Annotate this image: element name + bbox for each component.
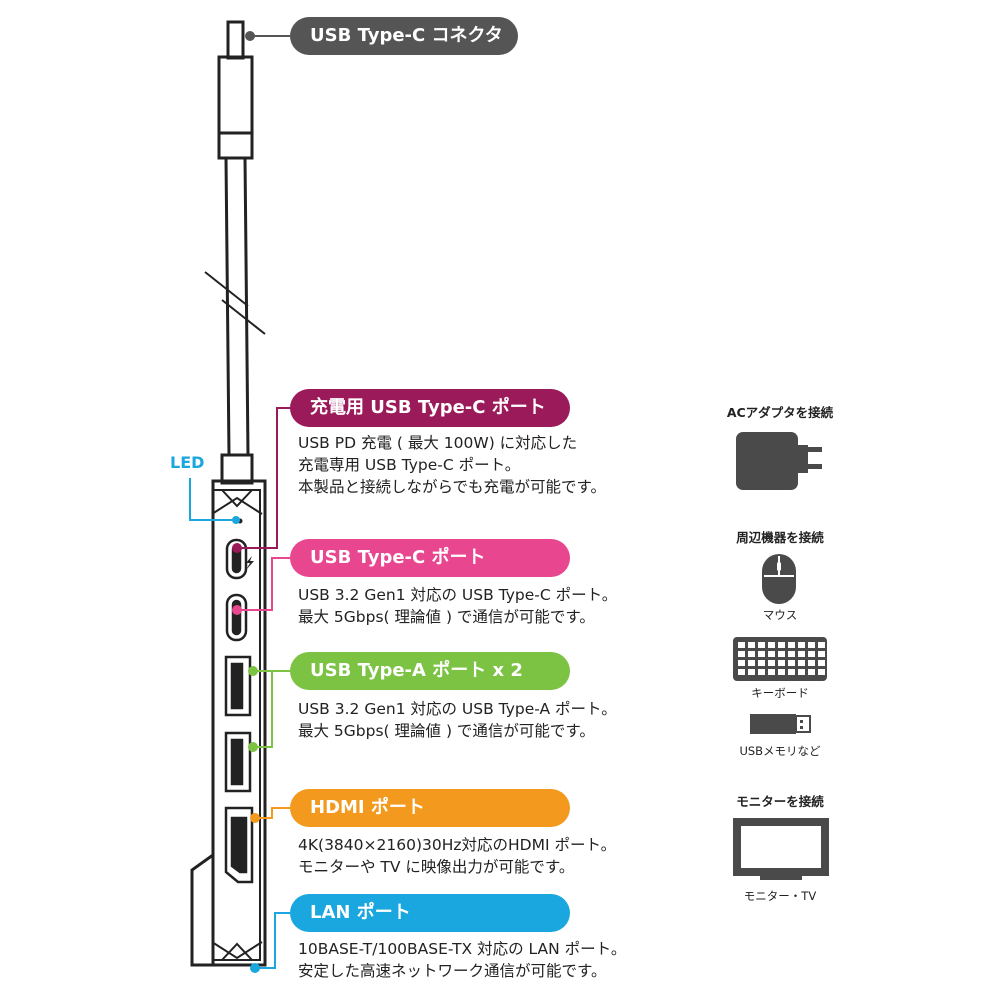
keyboard-key <box>818 642 825 648</box>
usb-stick-icon <box>750 714 811 734</box>
keyboard-key <box>788 642 795 648</box>
led-label: LED <box>170 453 205 472</box>
keyboard-key <box>808 660 815 666</box>
keyboard-key <box>818 660 825 666</box>
hdmi-port-description: 4K(3840×2160)30Hz対応のHDMI ポート。 モニターや TV に… <box>298 834 616 878</box>
ac-adapter-icon <box>736 432 822 490</box>
mouse-caption: マウス <box>762 608 798 622</box>
keyboard-caption: キーボード <box>751 686 809 700</box>
keyboard-key <box>808 651 815 657</box>
leader-lines <box>189 31 292 973</box>
keyboard-key <box>738 651 745 657</box>
keyboard-key <box>748 642 755 648</box>
keyboard-icon <box>733 637 827 681</box>
keyboard-key <box>748 651 755 657</box>
keyboard-key <box>738 669 745 675</box>
keyboard-key <box>748 660 755 666</box>
usb-stick-caption: USBメモリなど <box>739 744 821 758</box>
keyboard-key <box>808 669 815 675</box>
usba-desc-line: 最大 5Gbps( 理論値 ) で通信が可能です。 <box>298 722 595 740</box>
charge-port-callout-label: 充電用 USB Type-C ポート <box>290 389 570 427</box>
charge-desc-line: 充電専用 USB Type-C ポート。 <box>298 456 521 474</box>
keyboard-key <box>808 642 815 648</box>
keyboard-key <box>768 642 775 648</box>
keyboard-key <box>818 669 825 675</box>
usba-port-callout-label: USB Type-A ポート x 2 <box>290 652 570 690</box>
keyboard-key <box>798 642 805 648</box>
lan-desc-line: 安定した高速ネットワーク通信が可能です。 <box>298 962 607 980</box>
lan-port-callout-label: LAN ポート <box>290 894 570 932</box>
usbc-desc-line: USB 3.2 Gen1 対応の USB Type-C ポート。 <box>298 586 618 604</box>
keyboard-key <box>768 660 775 666</box>
keyboard-key <box>778 651 785 657</box>
hdmi-desc-line: モニターや TV に映像出力が可能です。 <box>298 858 575 876</box>
usb-c-connector-tip <box>217 20 254 160</box>
usba-port-description: USB 3.2 Gen1 対応の USB Type-A ポート。 最大 5Gbp… <box>298 698 617 742</box>
keyboard-key <box>788 669 795 675</box>
charge-desc-line: 本製品と接続しながらでも充電が可能です。 <box>298 478 606 496</box>
charge-port-description: USB PD 充電 ( 最大 100W) に対応した 充電専用 USB Type… <box>298 432 606 498</box>
keyboard-key <box>798 669 805 675</box>
keyboard-key <box>788 651 795 657</box>
usbc-port-description: USB 3.2 Gen1 対応の USB Type-C ポート。 最大 5Gbp… <box>298 584 617 628</box>
keyboard-key <box>778 669 785 675</box>
usba-desc-line: USB 3.2 Gen1 対応の USB Type-A ポート。 <box>298 700 617 718</box>
monitor-heading: モニターを接続 <box>736 794 824 809</box>
keyboard-key <box>798 651 805 657</box>
hub-body <box>190 479 267 967</box>
lightning-icon <box>246 556 254 570</box>
hdmi-desc-line: 4K(3840×2160)30Hz対応のHDMI ポート。 <box>298 836 617 854</box>
usbc-desc-line: 最大 5Gbps( 理論値 ) で通信が可能です。 <box>298 608 595 626</box>
keyboard-key <box>798 660 805 666</box>
peripherals-heading: 周辺機器を接続 <box>736 530 824 545</box>
keyboard-key <box>778 642 785 648</box>
keyboard-key <box>768 651 775 657</box>
keyboard-key <box>778 660 785 666</box>
keyboard-key <box>738 660 745 666</box>
mouse-icon <box>762 554 796 604</box>
keyboard-key <box>758 669 765 675</box>
monitor-icon <box>733 818 829 880</box>
monitor-caption: モニター・TV <box>743 889 817 903</box>
port-cutouts <box>224 538 254 884</box>
cable <box>204 157 266 485</box>
keyboard-key <box>758 660 765 666</box>
keyboard-key <box>748 669 755 675</box>
connector-callout-label: USB Type-C コネクタ <box>290 17 518 55</box>
keyboard-key <box>758 651 765 657</box>
ac-adapter-heading: ACアダプタを接続 <box>726 405 834 420</box>
keyboard-key <box>818 651 825 657</box>
keyboard-key <box>788 660 795 666</box>
keyboard-key <box>758 642 765 648</box>
usbc-port-callout-label: USB Type-C ポート <box>290 539 570 577</box>
hdmi-port-callout-label: HDMI ポート <box>290 789 570 827</box>
keyboard-key <box>768 669 775 675</box>
charge-desc-line: USB PD 充電 ( 最大 100W) に対応した <box>298 434 578 452</box>
keyboard-key <box>738 642 745 648</box>
lan-desc-line: 10BASE-T/100BASE-TX 対応の LAN ポート。 <box>298 940 627 958</box>
lan-port-description: 10BASE-T/100BASE-TX 対応の LAN ポート。 安定した高速ネ… <box>298 938 626 982</box>
